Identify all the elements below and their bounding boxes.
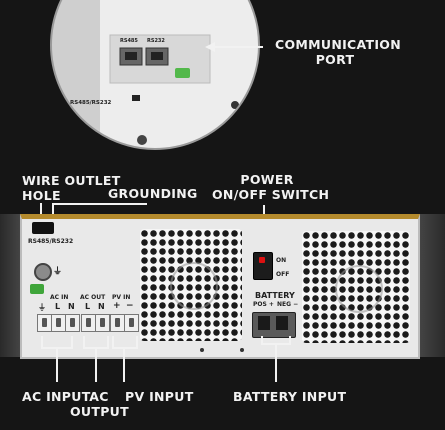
battery-neg-label: NEG − bbox=[277, 301, 299, 308]
ac-output-label: AC OUTPUT bbox=[70, 389, 129, 419]
pv-input-label: PV INPUT bbox=[125, 389, 194, 404]
battery-terminal-neg bbox=[276, 316, 288, 330]
pv-minus: − bbox=[126, 301, 134, 311]
ac-in-n: N bbox=[68, 302, 75, 311]
zoom-inset bbox=[50, 0, 260, 150]
ac-out-label: AC OUT bbox=[80, 294, 106, 301]
communication-port-label: COMMUNICATION PORT bbox=[275, 37, 401, 67]
ac-in-terminal-ground bbox=[37, 314, 52, 332]
panel-screw-1 bbox=[200, 348, 204, 352]
ac-in-terminal-n bbox=[65, 314, 80, 332]
ac-out-n: N bbox=[98, 302, 105, 311]
grounding-screw bbox=[34, 263, 52, 281]
grounding-label: GROUNDING bbox=[108, 186, 198, 201]
panel-screw-2 bbox=[240, 348, 244, 352]
battery-terminal-pos bbox=[258, 316, 270, 330]
green-sticker bbox=[30, 284, 44, 294]
wire-outlet-hole-label: WIRE OUTLET HOLE bbox=[22, 173, 121, 203]
ac-in-terminal-l bbox=[51, 314, 66, 332]
ac-input-label: AC INPUT bbox=[22, 389, 91, 404]
pv-plus: + bbox=[113, 301, 121, 311]
power-switch[interactable] bbox=[253, 252, 273, 280]
battery-pos-label: POS + bbox=[253, 301, 274, 308]
ac-in-label: AC IN bbox=[50, 294, 69, 301]
ac-out-terminal-n bbox=[95, 314, 110, 332]
switch-off-label: OFF bbox=[276, 271, 290, 278]
power-switch-label: POWER ON/OFF SWITCH bbox=[212, 172, 330, 202]
battery-label: BATTERY bbox=[255, 291, 295, 300]
rs485-rs232-label: RS485/RS232 bbox=[28, 238, 74, 245]
wire-outlet-hole bbox=[32, 222, 54, 234]
right-fan bbox=[335, 265, 383, 313]
left-fan bbox=[170, 262, 218, 310]
ac-in-l: L bbox=[55, 302, 61, 311]
inset-port-rs485: RS485 bbox=[120, 38, 138, 44]
inset-rs485-rs232-label: RS485/RS232 bbox=[70, 100, 112, 106]
device-side-left bbox=[0, 214, 20, 357]
battery-input-label: BATTERY INPUT bbox=[233, 389, 347, 404]
ac-in-ground-mark: ⏚ bbox=[38, 303, 46, 312]
wire-outlet-leader bbox=[40, 203, 42, 217]
ac-out-l: L bbox=[85, 302, 91, 311]
inset-port-rs232: RS232 bbox=[147, 38, 165, 44]
bottom-leader-lines bbox=[41, 336, 291, 382]
switch-on-label: ON bbox=[276, 257, 287, 264]
pv-in-label: PV IN bbox=[112, 294, 131, 301]
power-switch-red-led bbox=[259, 257, 265, 263]
ground-symbol: ⏚ bbox=[53, 267, 63, 277]
comm-port-arrow bbox=[205, 42, 263, 52]
device-side-right bbox=[420, 214, 445, 357]
left-fan-grill bbox=[140, 229, 242, 341]
pv-terminal-minus bbox=[124, 314, 139, 332]
grounding-leader-h bbox=[52, 203, 147, 205]
